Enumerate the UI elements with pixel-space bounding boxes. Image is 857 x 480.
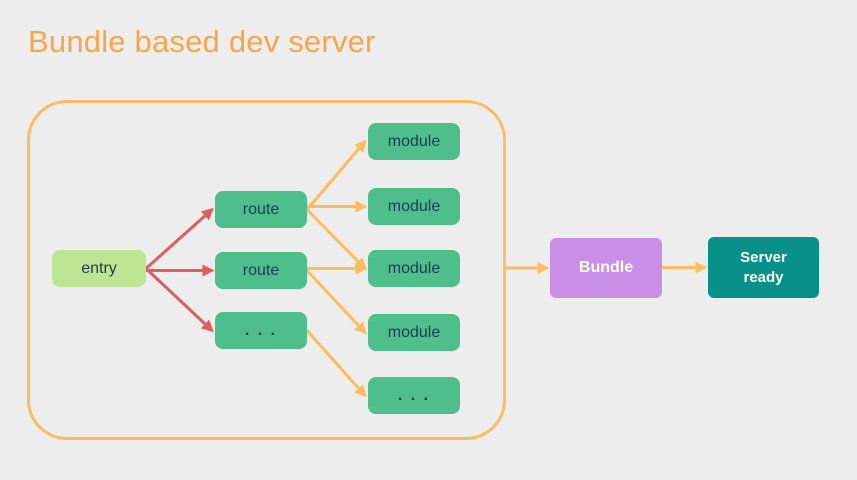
module-node-3: module <box>368 250 460 287</box>
route-node-1: route <box>215 191 307 228</box>
bundle-node: Bundle <box>550 238 662 298</box>
module-node-4: module <box>368 314 460 351</box>
route-node-2: route <box>215 252 307 289</box>
module-node-1: module <box>368 123 460 160</box>
module-node-2: module <box>368 188 460 225</box>
server-ready-node: Server ready <box>708 237 819 298</box>
bundling-group-outline <box>27 100 506 440</box>
route-ellipsis-node: . . . <box>215 312 307 349</box>
entry-node: entry <box>52 250 146 287</box>
module-ellipsis-node: . . . <box>368 377 460 414</box>
slide-title: Bundle based dev server <box>28 24 376 59</box>
